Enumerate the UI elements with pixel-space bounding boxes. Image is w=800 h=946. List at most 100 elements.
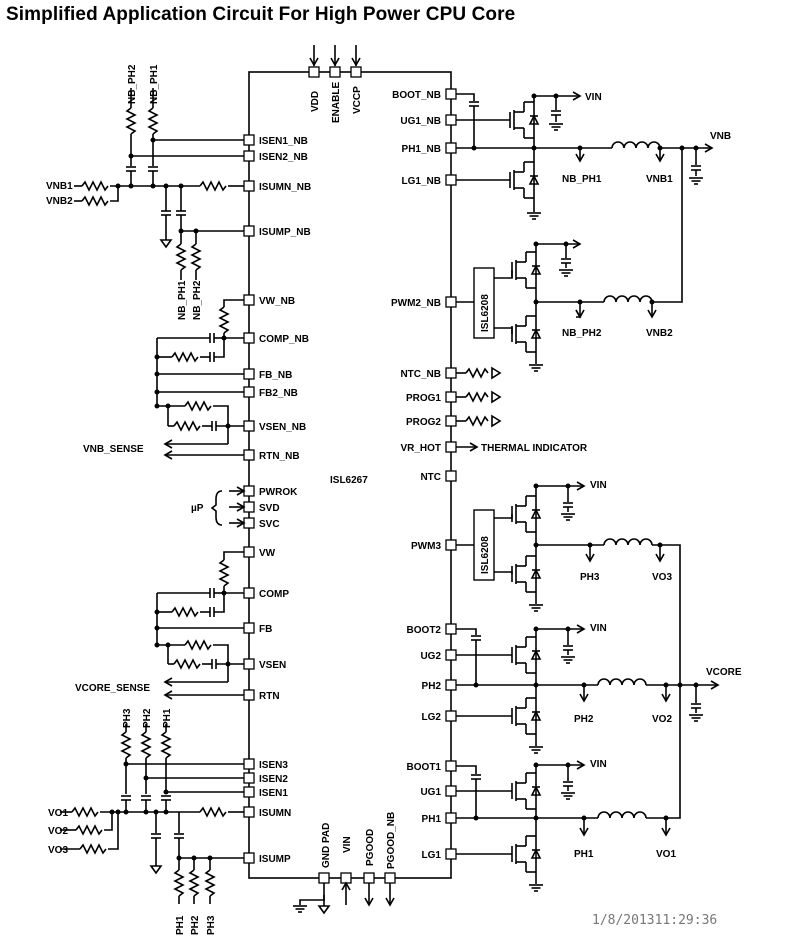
pin-label: ISUMN xyxy=(259,808,291,819)
pin-label: ISUMN_NB xyxy=(259,182,311,193)
ph1-label: PH1 xyxy=(162,708,173,728)
ph2-label: PH2 xyxy=(142,708,153,728)
vnb1-label: VNB1 xyxy=(646,174,673,185)
vnb2-label: VNB2 xyxy=(46,196,73,207)
nb-compensation-network: VNB_SENSE xyxy=(83,299,244,460)
pin-label: PH2 xyxy=(422,681,442,692)
nb-ph1-label: NB_PH1 xyxy=(562,174,602,185)
pin-label: SVC xyxy=(259,519,280,530)
pin-box xyxy=(445,623,457,635)
left-pins: ISEN1_NBISEN2_NBISUMN_NBISUMP_NBVW_NBCOM… xyxy=(243,134,311,865)
ph3-label: PH3 xyxy=(122,708,133,728)
pin-label: ISEN1 xyxy=(259,788,288,799)
core-phase2-power-stage: VIN VCORE PH2 VO2 xyxy=(456,623,742,754)
pin-label: RTN_NB xyxy=(259,451,300,462)
pin-box xyxy=(445,441,457,453)
pin-box xyxy=(243,449,255,461)
pin-box xyxy=(243,386,255,398)
pin-box xyxy=(445,679,457,691)
nb-phase2-power-stage: ISL6208 NB_PH2 VNB2 xyxy=(456,148,683,372)
pin-label: VCCP xyxy=(352,86,363,114)
vin-label: VIN xyxy=(585,92,602,103)
pin-box xyxy=(445,174,457,186)
pin-box xyxy=(445,142,457,154)
pin-label: BOOT1 xyxy=(407,762,442,773)
core-phase3-power-stage: ISL6208 VIN PH3 VO3 xyxy=(456,480,681,685)
pin-label: ISEN2 xyxy=(259,774,288,785)
pin-box xyxy=(243,658,255,670)
pin-label: PWM3 xyxy=(411,541,441,552)
vo1-label: VO1 xyxy=(48,808,68,819)
pin-box xyxy=(243,368,255,380)
pin-box xyxy=(243,420,255,432)
pin-label: PH1 xyxy=(422,814,442,825)
nb-current-sense-network: VNB1 VNB2 NB_PH2 NB_PH1 NB_PH1 NB_PH2 xyxy=(46,64,244,320)
pin-box xyxy=(445,470,457,482)
pin-label: COMP_NB xyxy=(259,334,309,345)
vo3-label: VO3 xyxy=(48,845,68,856)
pin-label: LG1 xyxy=(422,850,442,861)
pin-label: PROG2 xyxy=(406,417,441,428)
pin-label: COMP xyxy=(259,589,289,600)
pin-label: VR_HOT xyxy=(400,443,441,454)
pin-label: LG2 xyxy=(422,712,442,723)
pin-box xyxy=(243,689,255,701)
pin-label: ISEN1_NB xyxy=(259,136,308,147)
pin-label: GND PAD xyxy=(321,823,332,868)
pin-box xyxy=(445,367,457,379)
pin-label: UG2 xyxy=(420,651,441,662)
nb-ph1-label: NB_PH1 xyxy=(177,280,188,320)
nb-ph2-label: NB_PH2 xyxy=(127,64,138,104)
ph2-label: PH2 xyxy=(574,714,594,725)
pin-label: VSEN_NB xyxy=(259,422,306,433)
pin-label: UG1 xyxy=(420,787,441,798)
pin-box xyxy=(445,710,457,722)
pin-box xyxy=(445,539,457,551)
pin-box xyxy=(445,88,457,100)
vin-label: VIN xyxy=(590,759,607,770)
pin-label: NTC_NB xyxy=(400,369,441,380)
vo1-label: VO1 xyxy=(656,849,676,860)
pin-box xyxy=(243,786,255,798)
ph2-label: PH2 xyxy=(190,915,201,935)
pin-label: ISEN3 xyxy=(259,760,288,771)
vin-label: VIN xyxy=(590,623,607,634)
pin-label: PWROK xyxy=(259,487,298,498)
pin-label: SVD xyxy=(259,503,280,514)
ph3-label: PH3 xyxy=(580,572,600,583)
pin-label: VDD xyxy=(310,91,321,112)
core-phase1-power-stage: VIN PH1 VO1 xyxy=(456,685,681,892)
pin-label: ISEN2_NB xyxy=(259,152,308,163)
pin-box xyxy=(243,852,255,864)
ph1-label: PH1 xyxy=(175,915,186,935)
bottom-pins: GND PAD VIN PGOOD PGOOD_NB xyxy=(292,812,397,914)
pin-box xyxy=(243,806,255,818)
nb-phase1-power-stage: VIN VNB NB_PH1 VNB1 xyxy=(456,91,731,220)
driver-label: ISL6208 xyxy=(480,536,491,574)
pin-box xyxy=(445,415,457,427)
pin-label: PGOOD_NB xyxy=(386,812,397,869)
pin-box xyxy=(243,332,255,344)
pin-label: FB2_NB xyxy=(259,388,298,399)
right-pins: BOOT_NBUG1_NBPH1_NBLG1_NBPWM2_NBNTC_NBPR… xyxy=(391,88,457,861)
core-compensation-network: VCORE_SENSE xyxy=(75,551,244,700)
pin-box xyxy=(445,785,457,797)
pin-box xyxy=(445,296,457,308)
pin-box xyxy=(243,622,255,634)
pin-label: UG1_NB xyxy=(400,116,441,127)
pin-label: LG1_NB xyxy=(402,176,441,187)
nb-ph2-label: NB_PH2 xyxy=(192,280,203,320)
vo2-label: VO2 xyxy=(652,714,672,725)
vin-label: VIN xyxy=(590,480,607,491)
microprocessor-label: µP xyxy=(191,503,204,514)
pin-box xyxy=(445,649,457,661)
pin-label: FB xyxy=(259,624,272,635)
vcore-sense-label: VCORE_SENSE xyxy=(75,683,150,694)
pin-label: PGOOD xyxy=(365,829,376,866)
driver-chip xyxy=(473,267,495,339)
pin-label: VIN xyxy=(342,836,353,853)
thermal-indicator-label: THERMAL INDICATOR xyxy=(481,443,588,454)
pin-box xyxy=(445,114,457,126)
nb-ph1-label: NB_PH1 xyxy=(149,64,160,104)
pin-box xyxy=(243,546,255,558)
